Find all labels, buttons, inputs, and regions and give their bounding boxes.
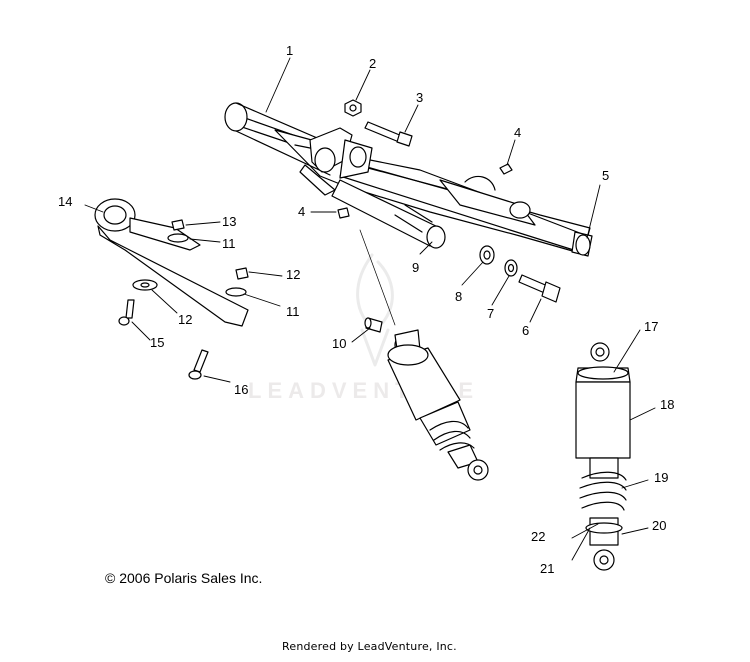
callout-3: 3: [416, 90, 424, 105]
callout-11-lower: 11: [286, 304, 300, 319]
nut-part-2: [344, 99, 362, 117]
washer-part-12b: [132, 279, 158, 291]
callout-5: 5: [602, 168, 610, 183]
bolt-part-6: [518, 274, 561, 303]
nut-part-13: [171, 219, 185, 231]
callout-19: 19: [654, 470, 669, 485]
callout-11-upper: 11: [222, 236, 236, 251]
callout-1: 1: [286, 43, 294, 58]
callout-8: 8: [455, 289, 463, 304]
grease-fitting-part-4a: [499, 163, 513, 175]
callout-13: 13: [222, 214, 237, 229]
callout-21: 21: [540, 561, 555, 576]
callout-20: 20: [652, 518, 667, 533]
washer-part-7: [504, 259, 518, 277]
callout-7: 7: [487, 306, 495, 321]
callout-14: 14: [58, 194, 73, 209]
callout-22: 22: [531, 529, 546, 544]
callout-15: 15: [150, 335, 165, 350]
callout-10: 10: [332, 336, 347, 351]
bolt-part-16: [188, 349, 209, 380]
grease-fitting-part-4b: [337, 207, 350, 219]
copyright-notice: © 2006 Polaris Sales Inc.: [105, 570, 263, 586]
callout-18: 18: [660, 397, 675, 412]
bolt-part-3: [364, 121, 413, 147]
washer-part-11a: [167, 233, 189, 243]
callout-12-upper: 12: [286, 267, 301, 282]
callout-9: 9: [412, 260, 420, 275]
installed-shock-part: [359, 229, 489, 481]
callout-2: 2: [369, 56, 377, 71]
callout-4-upper: 4: [514, 125, 522, 140]
callout-12-lower: 12: [178, 312, 193, 327]
bolt-part-15: [118, 299, 135, 326]
callout-17: 17: [644, 319, 659, 334]
rendered-by-footer: Rendered by LeadVenture, Inc.: [282, 640, 457, 653]
a-arm-part: [224, 102, 593, 257]
leader-lines: [84, 57, 656, 561]
callout-6: 6: [522, 323, 530, 338]
callout-16: 16: [234, 382, 249, 397]
washer-part-8: [479, 245, 495, 265]
callout-4-lower: 4: [298, 204, 306, 219]
shock-body-part-18: [575, 342, 631, 479]
shock-lower-part-20: [585, 517, 623, 571]
nut-part-12a: [235, 267, 249, 280]
spring-part-19: [579, 471, 627, 511]
washer-part-11b: [225, 287, 247, 297]
